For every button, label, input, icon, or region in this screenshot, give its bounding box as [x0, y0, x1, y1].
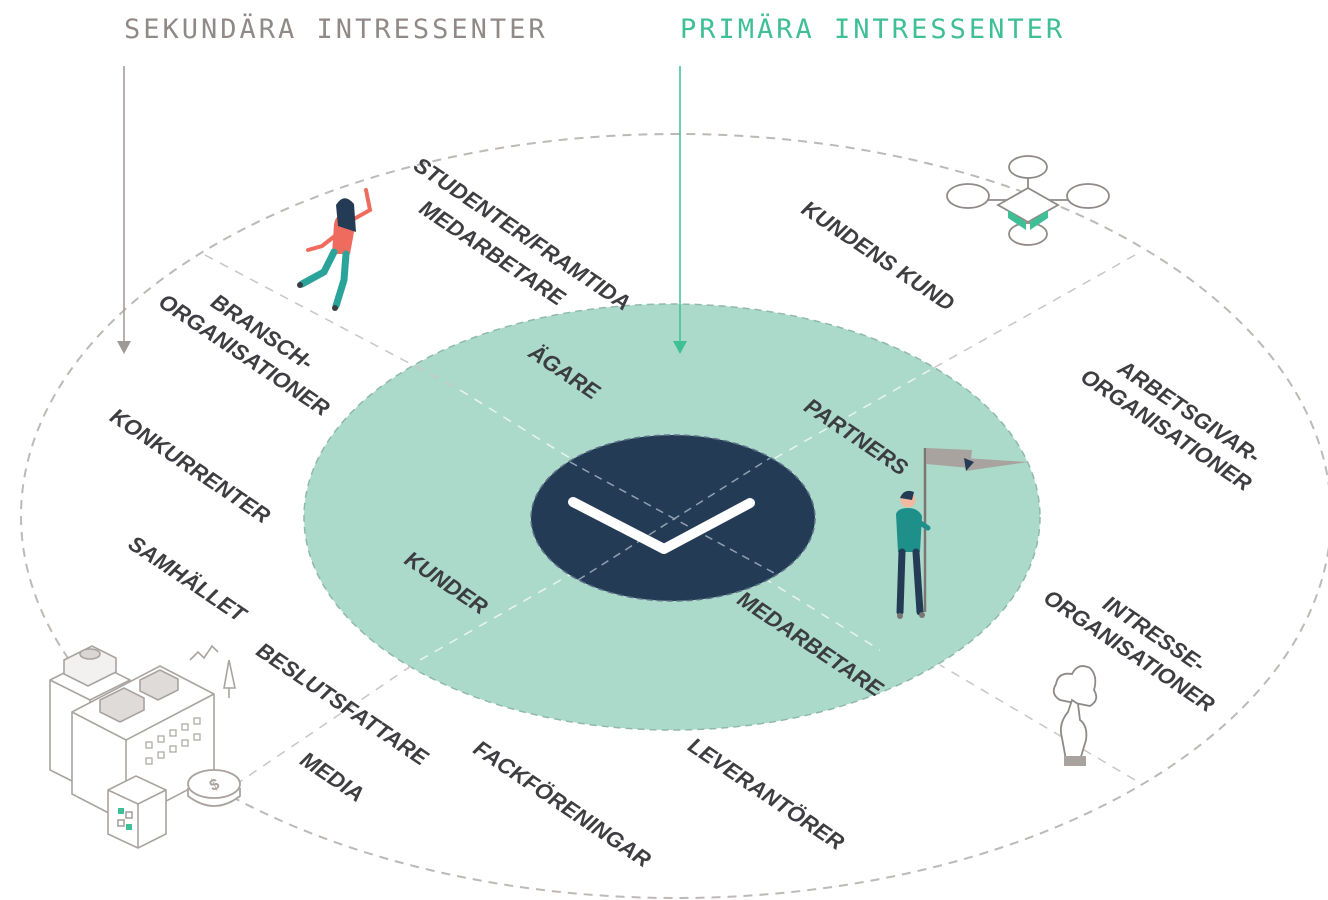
label-unions: FACKFÖRENINGAR — [469, 735, 655, 872]
check-logo-icon — [568, 497, 755, 554]
primary-header: PRIMÄRA INTRESSENTER — [680, 14, 1066, 45]
sector-dividers — [204, 254, 1136, 786]
person-jumping-icon — [297, 188, 373, 311]
city-buildings-icon — [49, 644, 236, 849]
label-customers-customer: KUNDENS KUND — [797, 196, 959, 317]
secondary-header: SEKUNDÄRA INTRESSENTER — [124, 14, 548, 45]
coin-icon: $ — [187, 769, 241, 807]
label-media: MEDIA — [296, 747, 369, 807]
cloud-touch-icon — [1052, 665, 1098, 766]
label-society: SAMHÄLLET — [124, 530, 252, 627]
label-competitors: KONKURRENTER — [106, 403, 275, 528]
label-suppliers: LEVERANTÖRER — [684, 732, 849, 855]
primary-arrow — [673, 66, 687, 354]
center-dividers — [569, 457, 777, 581]
outer-ring — [20, 133, 1328, 899]
person-with-flag-icon — [896, 448, 1028, 619]
drone-icon — [946, 155, 1110, 246]
secondary-arrow — [117, 66, 131, 354]
